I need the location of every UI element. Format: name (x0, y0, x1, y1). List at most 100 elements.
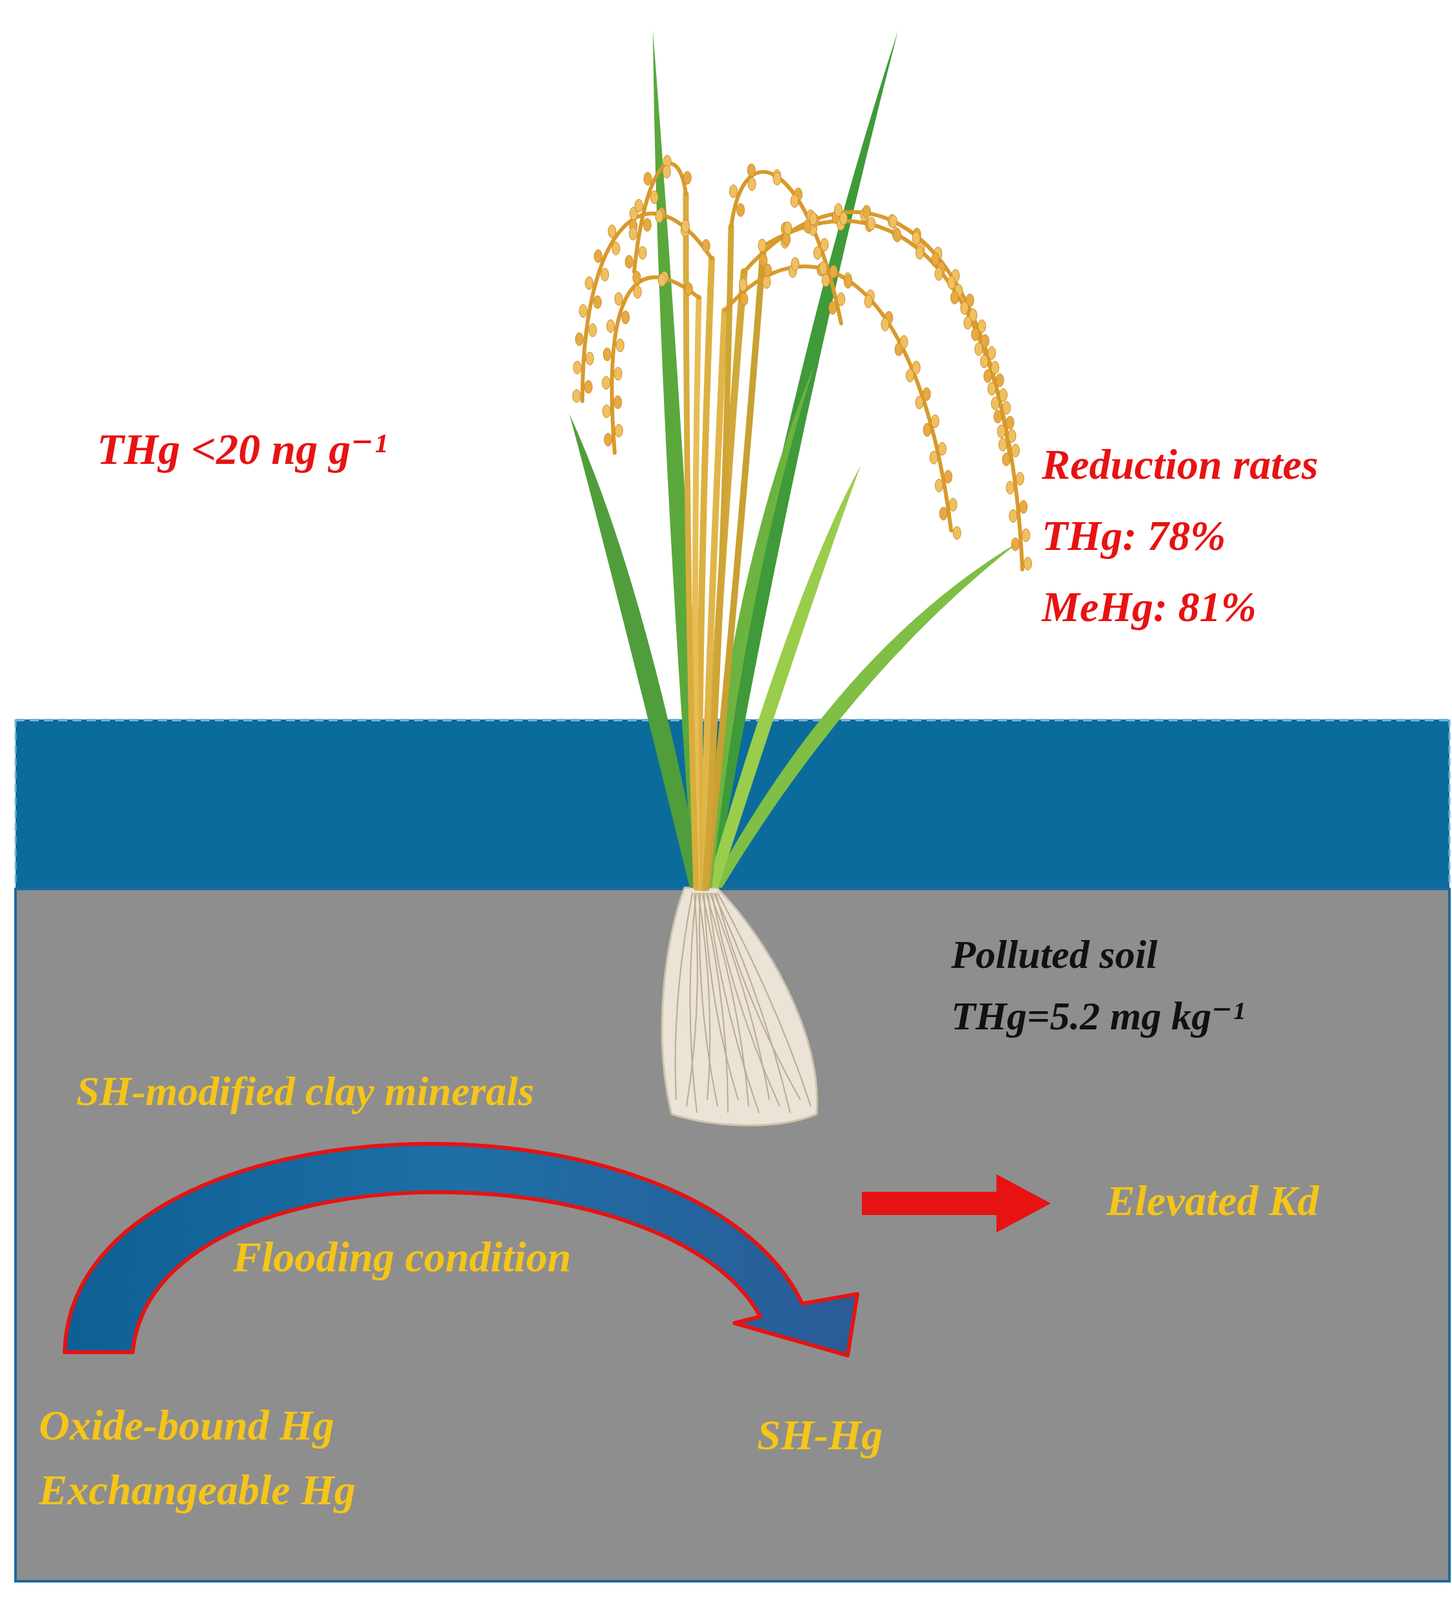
rice-grain (579, 304, 587, 318)
rice-grain (1012, 443, 1020, 457)
annotation-label: THg=5.2 mg kg⁻¹ (951, 993, 1245, 1040)
rice-grain (1023, 557, 1032, 571)
rice-grain (1008, 429, 1016, 443)
rice-grain (881, 317, 890, 331)
rice-grain (964, 316, 972, 330)
rice-grain (614, 424, 623, 438)
rice-grain (748, 177, 756, 191)
rice-grain (729, 185, 737, 198)
rice-grain (762, 275, 771, 289)
rice-grain (814, 246, 822, 260)
rice-grain (820, 238, 829, 252)
root-fibre (707, 892, 759, 1113)
rice-grain (632, 271, 641, 285)
rice-grain (737, 203, 745, 217)
rice-grain (995, 374, 1004, 387)
rice-panicles (582, 163, 1023, 570)
rice-grain (893, 229, 902, 242)
rice-grain (614, 367, 622, 381)
rice-grain (999, 388, 1008, 402)
rice-grain (628, 227, 637, 241)
rice-grain (658, 273, 666, 287)
rice-grain (1002, 452, 1011, 466)
rice-grain (573, 361, 582, 374)
rice-grain (603, 348, 611, 362)
rice-grain (1002, 401, 1011, 415)
root-fibre (715, 892, 801, 1100)
annotation-label: SH-modified clay minerals (76, 1067, 535, 1116)
rice-grain (993, 410, 1002, 424)
rice-grain (819, 261, 827, 275)
rice-grain (758, 238, 767, 252)
rice-grain (1019, 500, 1028, 514)
rice-grain (977, 319, 986, 333)
rice-grain (867, 217, 876, 231)
rice-grain (862, 205, 871, 219)
rice-grain (614, 396, 622, 409)
rice-grain (991, 397, 1000, 411)
rice-grain (915, 396, 924, 409)
rice-grain (747, 163, 756, 177)
rice-grain (953, 526, 961, 540)
rice-grain (662, 165, 671, 178)
rice-grain (634, 199, 643, 213)
rice-grain (616, 339, 624, 352)
rice-grain (988, 382, 996, 396)
rice-grain (625, 255, 633, 269)
rice-grain (935, 478, 943, 492)
rice-grain (606, 319, 615, 333)
rice-grain (604, 433, 613, 447)
rice-grain (999, 438, 1007, 451)
rice-grain (947, 276, 956, 290)
root-fibres (675, 892, 811, 1113)
rice-grain (829, 265, 838, 279)
rice-grain (650, 190, 659, 204)
rice-grain (923, 423, 932, 437)
rice-grain (784, 221, 792, 235)
rice-grain (844, 275, 853, 288)
annotation-label: Flooding condition (232, 1232, 572, 1282)
rice-grain (828, 301, 837, 315)
rice-grain (905, 368, 914, 382)
curved-arrow (64, 1144, 858, 1356)
rice-grain (864, 295, 873, 308)
root-system (661, 887, 818, 1126)
rice-grain (602, 376, 611, 390)
result-note: Reduction rates (1041, 440, 1319, 490)
rice-grain (980, 355, 989, 369)
rice-grain (938, 442, 946, 456)
soil-layer (15, 889, 1450, 1582)
rice-grain (971, 328, 979, 341)
rice-grain (922, 387, 931, 401)
rice-grain (575, 332, 583, 346)
rice-grain (839, 212, 848, 226)
rice-grain (915, 246, 924, 260)
rice-grain (1022, 528, 1031, 542)
rice-grain (643, 218, 651, 231)
annotation-label: Elevated Kd (1106, 1176, 1319, 1226)
rice-grain (944, 470, 952, 484)
rice-grain (929, 451, 938, 464)
rice-grain (702, 239, 710, 253)
rice-grain (643, 172, 652, 186)
annotation-label: Exchangeable Hg (38, 1465, 356, 1515)
root-fibre (686, 892, 698, 1107)
rice-grain (763, 264, 772, 277)
rice-grain (821, 273, 830, 287)
rice-leaves (569, 30, 1021, 888)
rice-grain (997, 425, 1006, 439)
rice-grain (935, 267, 943, 281)
rice-grain (655, 209, 664, 223)
rice-grain (803, 220, 812, 233)
water-edge (14, 719, 17, 890)
rice-grain (585, 352, 594, 365)
result-note: THg: 78% (1041, 511, 1226, 561)
rice-grain (939, 507, 948, 521)
water-edge (1448, 719, 1451, 890)
rice-grain (621, 311, 630, 325)
result-note: MeHg: 81% (1041, 582, 1257, 632)
rice-grains (572, 155, 1032, 571)
rice-grain (608, 225, 616, 239)
root-fibre (689, 892, 697, 1113)
